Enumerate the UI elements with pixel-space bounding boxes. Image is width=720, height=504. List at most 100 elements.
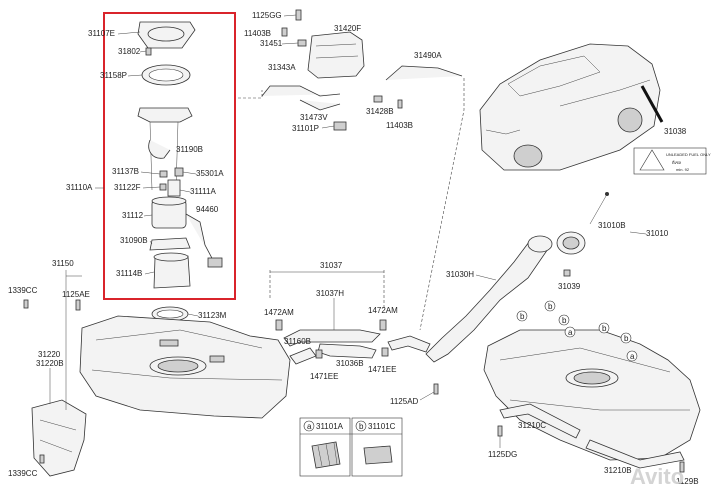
fuel-label-line2: ดีเซล	[672, 160, 682, 165]
cover-inner-ring	[147, 26, 185, 42]
heat-shield-31220	[31, 399, 87, 477]
legend-b-circle	[355, 420, 367, 432]
legend-a-circle	[303, 420, 315, 432]
label-31110A: 31110A	[66, 183, 93, 192]
pressure-regulator-31111A	[167, 179, 181, 197]
label-1472AM-right: 1472AM	[368, 306, 398, 315]
label-1471EE-right: 1471EE	[368, 365, 396, 374]
marker-b-3-text: b	[562, 316, 567, 325]
label-31112: 31112	[122, 211, 144, 220]
label-1125AE: 1125AE	[62, 290, 90, 299]
label-31010: 31010	[646, 229, 669, 238]
filler-neck-mouth	[527, 235, 553, 253]
lead-31137B	[140, 171, 161, 175]
label-31160B: 31160B	[284, 337, 311, 346]
reservoir-top	[153, 252, 189, 262]
valve-35301A	[174, 167, 184, 177]
tank-ridge-1	[95, 329, 263, 349]
lead-31802	[139, 50, 147, 53]
label-31036B: 31036B	[336, 359, 364, 368]
fuel-tank-right	[483, 329, 701, 461]
clip-31122F	[159, 183, 167, 191]
label-31101A: 31101A	[316, 422, 344, 431]
bolt-11403B-right	[397, 99, 403, 109]
pump-flange	[137, 107, 193, 123]
lead-31111A	[179, 189, 191, 193]
label-1472AM-left: 1472AM	[264, 308, 294, 317]
vapor-hose-31343A	[261, 85, 341, 97]
right-tank-ridge-2	[509, 399, 690, 411]
screw-31802	[145, 47, 152, 56]
label-1125AD: 1125AD	[390, 397, 419, 406]
lead-31010	[629, 231, 647, 235]
vapor-hose-31473V	[299, 99, 341, 111]
lead-35301A	[182, 171, 197, 175]
clamp-1471EE-right	[381, 347, 389, 357]
hose-31036B	[317, 343, 377, 359]
cap-tether-31010B	[589, 195, 607, 225]
label-1339CC-top: 1339CC	[8, 286, 38, 295]
pump-hose	[148, 139, 171, 159]
canister-ribs	[315, 43, 359, 59]
label-31137B: 31137B	[112, 167, 139, 176]
clip-31451	[297, 39, 307, 47]
bolt-1125AD	[433, 383, 439, 395]
label-31030H: 31030H	[446, 270, 474, 279]
label-1471EE-left: 1471EE	[310, 372, 338, 381]
marker-b-1	[516, 310, 528, 322]
label-31220B: 31220B	[36, 359, 64, 368]
lead-1125AD	[419, 391, 435, 401]
label-31490A: 31490A	[414, 51, 442, 60]
label-31122F: 31122F	[114, 183, 141, 192]
lead-31451	[281, 42, 299, 45]
marker-b-3	[558, 314, 570, 326]
label-31158P: 31158P	[100, 71, 127, 80]
pad-31101A-stripes	[317, 442, 338, 467]
label-1339CC-bottom: 1339CC	[8, 469, 38, 478]
lead-31112	[143, 214, 153, 217]
marker-a-1	[564, 326, 576, 338]
label-31090B: 31090B	[120, 236, 148, 245]
car-grille	[485, 129, 521, 135]
right-tank-ridge-1	[499, 347, 671, 373]
pad-31101C	[363, 445, 393, 465]
label-11403B-top: 11403B	[244, 29, 271, 38]
legend-b-mark: b	[359, 422, 364, 431]
bolt-1125DG	[497, 425, 503, 437]
marker-b-4	[598, 322, 610, 334]
label-31010B: 31010B	[598, 221, 626, 230]
heat-shield-rib	[39, 419, 77, 453]
lead-31114B	[144, 271, 155, 275]
label-35301A: 35301A	[196, 169, 224, 178]
label-31150: 31150	[52, 259, 74, 268]
clamp-1472AM-right	[379, 319, 387, 331]
label-31802: 31802	[118, 47, 141, 56]
lead-31101P	[321, 125, 335, 129]
label-11403B-right: 11403B	[386, 121, 413, 130]
right-tank-port-inner	[573, 371, 611, 385]
tank-bracket-2	[209, 355, 225, 363]
bolt-1125AE	[75, 299, 81, 311]
marker-b-1-text: b	[520, 312, 525, 321]
fuel-label-line3: min. 92	[676, 167, 690, 172]
routing-line-1	[238, 90, 263, 99]
marker-b-4-text: b	[602, 324, 607, 333]
lead-31122F	[142, 186, 161, 189]
vent-hose-31490A	[385, 65, 463, 81]
label-1125DG: 1125DG	[488, 450, 517, 459]
label-31473V: 31473V	[300, 113, 328, 122]
label-31037H: 31037H	[316, 289, 344, 298]
tether-end	[605, 192, 609, 196]
label-31111A: 31111A	[190, 187, 216, 196]
marker-a-2-text: a	[630, 352, 635, 361]
lead-31107E	[117, 31, 141, 35]
label-31190B: 31190B	[176, 145, 203, 154]
canister-31420F	[307, 31, 365, 79]
bracket-31428B	[373, 95, 383, 103]
label-31451: 31451	[260, 39, 283, 48]
marker-b-5-text: b	[624, 334, 629, 343]
hose-31037	[283, 329, 381, 347]
tank-pump-port-inner	[157, 359, 199, 373]
lead-31123M	[187, 313, 199, 317]
